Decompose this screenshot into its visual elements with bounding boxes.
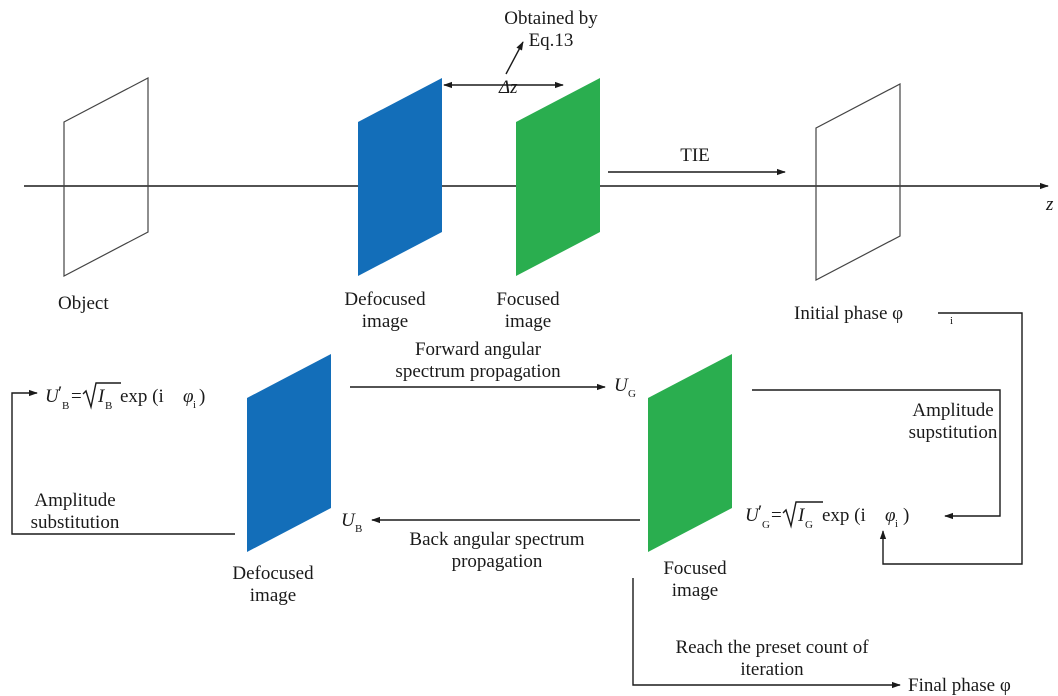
svg-text:′: ′ bbox=[758, 502, 762, 523]
amplitude-supstitution-label: Amplitude bbox=[912, 400, 993, 421]
object-plane bbox=[63, 77, 149, 277]
initial-phase-subscript: i bbox=[950, 315, 953, 327]
svg-text:I: I bbox=[797, 505, 806, 526]
svg-text:φ: φ bbox=[885, 505, 896, 526]
svg-text:U: U bbox=[614, 375, 629, 396]
ub-prime-expression: U ′ B = I B exp (i φ i ) bbox=[45, 382, 205, 412]
forward-propagation-label: Forward angular bbox=[415, 339, 542, 360]
initial-phase-connector bbox=[879, 312, 1023, 565]
defocused-label-top-line2: image bbox=[362, 311, 408, 332]
svg-text:U: U bbox=[45, 386, 60, 407]
svg-text:G: G bbox=[628, 388, 636, 400]
svg-text:exp (i: exp (i bbox=[120, 386, 164, 407]
focused-label-loop-line2: image bbox=[672, 580, 718, 601]
focused-label-top-line2: image bbox=[505, 311, 551, 332]
focused-label-loop: Focused bbox=[663, 558, 727, 579]
svg-text:B: B bbox=[355, 523, 362, 535]
reach-preset-label-line2: iteration bbox=[740, 659, 804, 680]
defocused-label-loop-line2: image bbox=[250, 585, 296, 606]
initial-phase-plane bbox=[815, 83, 901, 281]
final-phase-arrow bbox=[632, 578, 901, 689]
defocused-plane-loop bbox=[247, 354, 331, 552]
amplitude-substitution-arrow bbox=[11, 389, 235, 535]
amplitude-supstitution-arrow bbox=[752, 389, 1001, 520]
focused-label-top: Focused bbox=[496, 289, 560, 310]
svg-text:=: = bbox=[71, 386, 82, 407]
svg-text:i: i bbox=[193, 399, 196, 411]
amplitude-substitution-label: Amplitude bbox=[34, 490, 115, 511]
svg-text:U: U bbox=[745, 505, 760, 526]
amplitude-substitution-label-line2: substitution bbox=[31, 512, 120, 533]
obtained-by-arrow bbox=[505, 41, 524, 75]
z-axis-label: z bbox=[1045, 194, 1054, 215]
ug-label: U G bbox=[614, 375, 636, 400]
obtained-by-label: Obtained by bbox=[504, 8, 598, 29]
defocused-plane-top bbox=[358, 78, 442, 276]
back-propagation-label: Back angular spectrum bbox=[409, 529, 584, 550]
svg-text:I: I bbox=[97, 386, 106, 407]
amplitude-supstitution-label-line2: supstitution bbox=[909, 422, 998, 443]
focused-plane-loop bbox=[648, 354, 732, 552]
svg-text:): ) bbox=[199, 386, 205, 407]
forward-propagation-label-line2: spectrum propagation bbox=[395, 361, 561, 382]
final-phase-label: Final phase φ bbox=[908, 675, 1011, 696]
defocused-label-loop: Defocused bbox=[232, 563, 314, 584]
tie-label: TIE bbox=[680, 145, 710, 166]
svg-text:′: ′ bbox=[58, 383, 62, 404]
svg-text:φ: φ bbox=[183, 386, 194, 407]
svg-text:B: B bbox=[105, 400, 112, 412]
svg-text:i: i bbox=[895, 518, 898, 530]
svg-text:=: = bbox=[771, 505, 782, 526]
ug-prime-expression: U ′ G = I G exp (i φ i ) bbox=[745, 501, 909, 531]
back-propagation-label-line2: propagation bbox=[452, 551, 543, 572]
svg-text:G: G bbox=[762, 519, 770, 531]
focused-plane-top bbox=[516, 78, 600, 276]
ub-label: U B bbox=[341, 510, 362, 535]
initial-phase-label: Initial phase φ bbox=[794, 303, 903, 324]
svg-text:): ) bbox=[903, 505, 909, 526]
defocused-label-top: Defocused bbox=[344, 289, 426, 310]
svg-text:B: B bbox=[62, 400, 69, 412]
object-label: Object bbox=[58, 293, 109, 314]
svg-text:G: G bbox=[805, 519, 813, 531]
svg-text:exp (i: exp (i bbox=[822, 505, 866, 526]
eq13-label: Eq.13 bbox=[529, 30, 574, 51]
delta-z-label: Δz bbox=[498, 77, 518, 98]
reach-preset-label: Reach the preset count of bbox=[675, 637, 869, 658]
svg-text:U: U bbox=[341, 510, 356, 531]
